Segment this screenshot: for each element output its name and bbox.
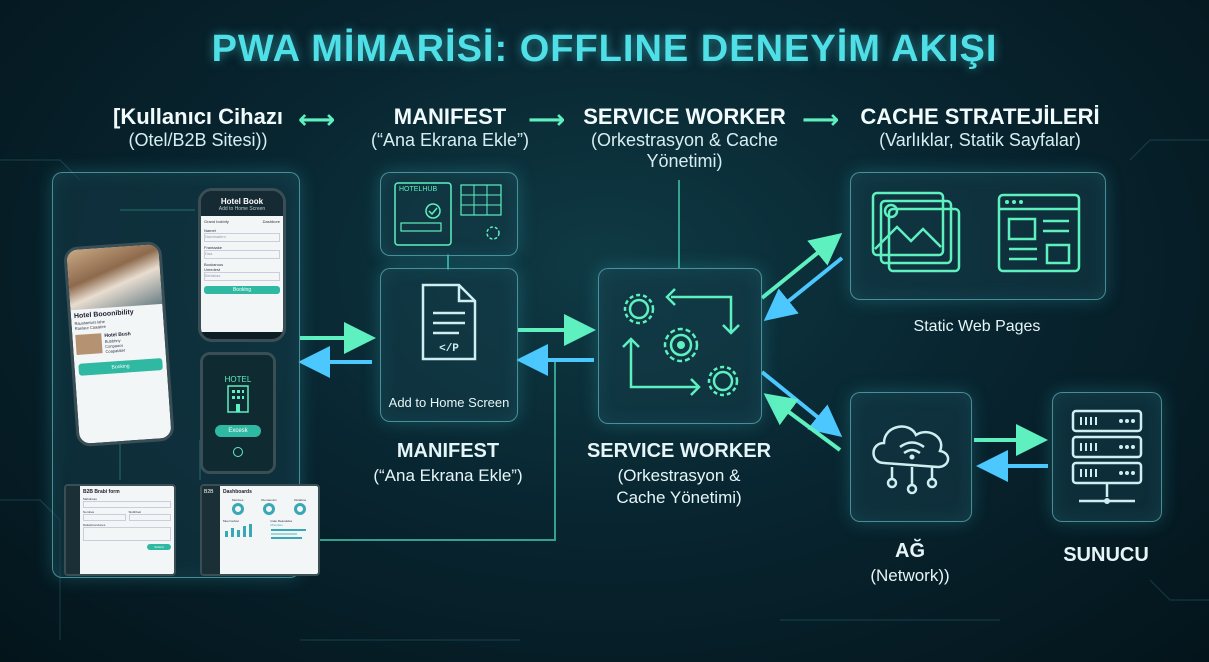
manifest-mini-brand: HOTELHUB (399, 186, 437, 193)
metric-ring-1 (231, 503, 244, 515)
service-worker-box[interactable] (598, 268, 762, 424)
manifest-bottom-heading: MANIFEST (396, 440, 500, 462)
network-heading: AĞ (895, 540, 925, 562)
gears-sync-icon (622, 288, 740, 397)
b2b-form-f4: Datiacfoonduces (83, 523, 106, 527)
header-sw-sub1: (Orkestrasyon & Cache (590, 130, 779, 150)
phone-right-field1[interactable]: Namtaatern (204, 233, 280, 242)
header-arrow-1: ⟷ (298, 104, 336, 134)
manifest-doc-code: </P (439, 343, 459, 355)
network-box[interactable] (850, 392, 972, 522)
phone-left: Hotel Booonibility Rauotaeturs lahe Rael… (63, 240, 175, 448)
manifest-bottom-sub: (“Ana Ekrana Ekle”) (373, 466, 523, 485)
image-stack-icon (871, 191, 961, 273)
phone-right-field3-label: Bookarous (204, 262, 224, 267)
header-arrow-2: ⟶ (528, 104, 566, 134)
header-cache-sub: (Varlıklar, Statik Sayfalar) (879, 130, 1081, 150)
phone-right-tab2[interactable]: Dashbore (262, 219, 280, 224)
b2b-form-sidebar (66, 486, 80, 574)
phone-right: Hotel Book Add to Home Screen Grand boki… (198, 188, 286, 342)
manifest-box[interactable]: </P Add to Home Screen (380, 268, 518, 422)
server-heading: SUNUCU (1063, 544, 1149, 566)
tablet-home-button[interactable] (233, 447, 243, 457)
connector-dashboard-to-manifest (320, 362, 556, 541)
b2b-form-f2: Numbes (83, 510, 95, 514)
header-manifest: MANIFEST (“Ana Ekrana Ekle”) (345, 104, 555, 151)
dashboard-title: Dashboards (223, 489, 252, 495)
phone-right-title: Hotel Book (220, 197, 264, 206)
b2b-form-textarea[interactable] (83, 527, 171, 541)
tablet: HOTEL Excesk (200, 352, 276, 474)
metric-ring-2 (262, 503, 275, 515)
header-user-device-sub: (Otel/B2B Sitesi)) (128, 130, 268, 150)
manifest-box-label: Add to Home Screen (388, 395, 510, 410)
manifest-preview-panel: HOTELHUB (380, 172, 518, 256)
b2b-form-submit[interactable]: Submit (147, 544, 171, 550)
server-rack-icon (1071, 409, 1143, 504)
hotel-room-image (66, 244, 163, 311)
header-service-worker: SERVICE WORKER (Orkestrasyon & Cache Yön… (572, 104, 797, 172)
phone-right-subtitle: Add to Home Screen (218, 206, 266, 212)
phone-left-card-line2: Coapatatet (105, 347, 126, 354)
phone-right-field3-label2: Umedest (204, 267, 221, 272)
tablet-button[interactable]: Excesk (215, 425, 261, 437)
server-box[interactable] (1052, 392, 1162, 522)
arrow-cache-to-sw (763, 256, 844, 322)
phone-right-tab1[interactable]: Grand bokinfy (204, 219, 229, 224)
metric-ring-3 (294, 503, 307, 515)
cloud-network-icon (872, 425, 950, 495)
arrow-sw-to-network (760, 370, 843, 438)
sw-bottom-heading: SERVICE WORKER (586, 440, 772, 462)
dashboard-chart2: Inale Reanaldes (270, 519, 293, 523)
dashboard-window: B2B Dashboards Metrices Ruoraexsin Rulia… (200, 484, 320, 576)
phone-right-field2[interactable]: Daa (204, 250, 280, 259)
phone-right-booking-button[interactable]: Booking (204, 286, 280, 294)
cache-box[interactable] (850, 172, 1106, 300)
arrow-sw-to-cache (760, 232, 843, 300)
header-sw-sub2: Yönetimi) (646, 151, 723, 171)
dashboard-brand: B2B (204, 489, 214, 495)
dashboard-chart1: Muermulvat (223, 519, 239, 523)
document-code-icon: </P (421, 283, 477, 361)
b2b-form-f1: Mahdnsas (83, 497, 97, 501)
phone-right-field1-label: Namet (204, 228, 216, 233)
web-page-icon (997, 193, 1081, 273)
dashboard-m2: Ruoraexsin (261, 498, 277, 502)
phone-right-field3[interactable]: Bietakas (204, 272, 280, 281)
header-user-device-title: [Kullanıcı Cihazı (113, 104, 283, 129)
b2b-form-f3: Slubhbeit (128, 510, 142, 514)
dashboard-m3: Ruliaboe (294, 498, 307, 502)
b2b-form-title: B2B Brabi form (83, 489, 120, 495)
header-cache-title: CACHE STRATEJİLERİ (860, 104, 1100, 129)
header-manifest-sub: (“Ana Ekrana Ekle”) (370, 130, 530, 150)
bar-chart-icon (225, 524, 252, 537)
arrow-network-to-sw (763, 393, 842, 452)
header-cache: CACHE STRATEJİLERİ (Varlıklar, Statik Sa… (850, 104, 1110, 151)
b2b-form-window: B2B Brabi form Mahdnsas Numbes Slubhbeit… (64, 484, 176, 576)
sw-bottom-sub2: Cache Yönetimi) (616, 488, 742, 507)
dashboard-m1: Metrices (231, 498, 244, 502)
manifest-preview-graphic: HOTELHUB (394, 182, 502, 246)
hotel-building-icon (227, 385, 249, 413)
network-sub: (Network)) (870, 566, 950, 585)
room-thumbnail (75, 333, 103, 355)
phone-left-booking-button[interactable]: Booking (78, 358, 163, 376)
b2b-form-input3[interactable] (128, 514, 171, 521)
header-user-device: [Kullanıcı Cihazı (Otel/B2B Sitesi)) (98, 104, 298, 151)
dashboard-tag: Mnosbes (270, 523, 283, 527)
tablet-hotel-label: HOTEL (224, 375, 252, 384)
header-sw-title: SERVICE WORKER (583, 104, 786, 129)
header-arrow-3: ⟶ (802, 104, 840, 134)
phone-right-field2-label: Frantaake (204, 245, 223, 250)
cache-caption: Static Web Pages (913, 318, 1041, 335)
header-manifest-title: MANIFEST (393, 104, 507, 129)
diagram-title: PWA MİMARİSİ: OFFLINE DENEYİM AKIŞI (211, 28, 998, 70)
b2b-form-input2[interactable] (83, 514, 126, 521)
b2b-form-input1[interactable] (83, 501, 171, 508)
sw-bottom-sub1: (Orkestrasyon & (617, 466, 741, 485)
